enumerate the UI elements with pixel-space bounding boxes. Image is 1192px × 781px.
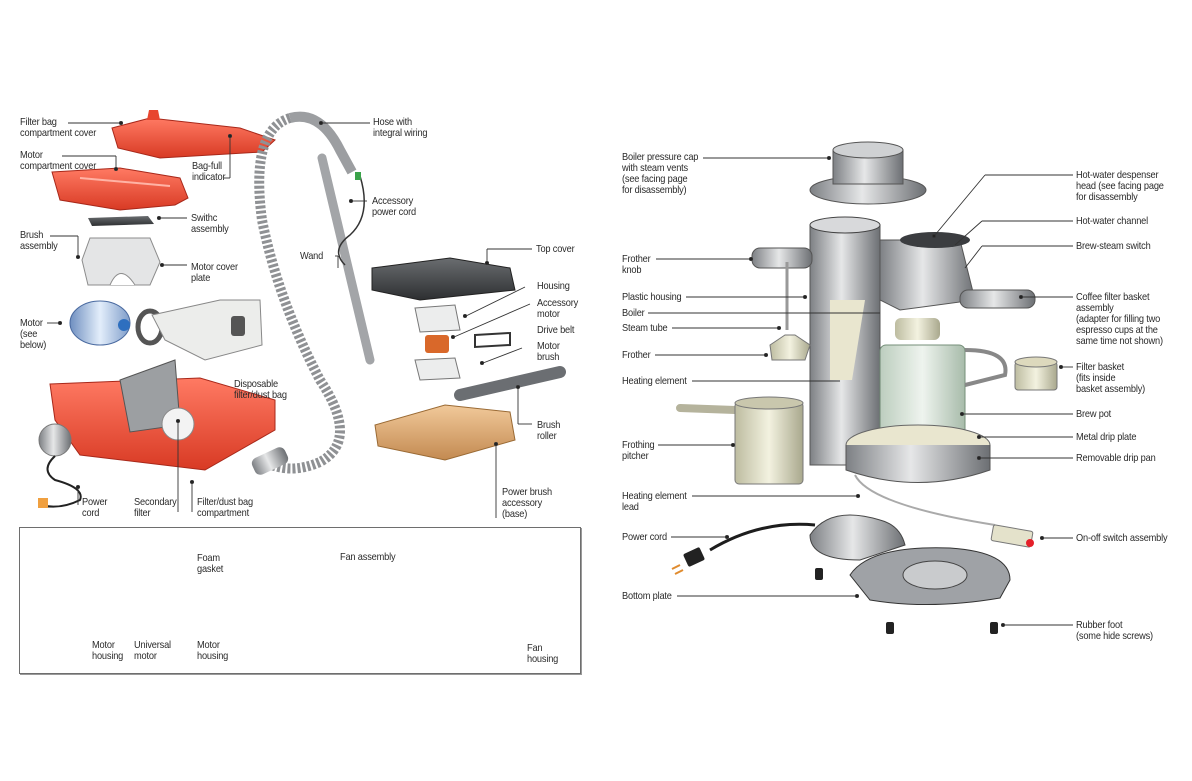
drip-pan-part — [845, 424, 991, 483]
label-boiler: Boiler — [622, 307, 645, 319]
power-cord-part — [671, 522, 816, 575]
filter-bag-cover — [111, 110, 276, 159]
espresso-leader-lines — [648, 155, 1073, 628]
label-filter-basket-assembly: Coffee filter basket assembly (adapter f… — [1076, 291, 1163, 347]
label-brew-pot: Brew pot — [1076, 408, 1112, 420]
label-accessory-motor: Accessory motor — [537, 297, 579, 320]
label-bottom-plate: Bottom plate — [622, 590, 672, 602]
label-bag-full-indicator: Bag-full indicator — [192, 160, 226, 183]
label-accessory-power-cord: Accessory power cord — [372, 195, 416, 218]
label-frother-knob: Frother knob — [622, 253, 651, 276]
switch-assembly-espresso-part — [854, 474, 1034, 548]
label-hose: Hose with integral wiring — [373, 116, 428, 139]
label-motor: Motor (see below) — [20, 317, 47, 351]
rubber-feet-part — [815, 568, 998, 634]
label-motor-cover-plate: Motor cover plate — [191, 261, 238, 284]
label-switch-assembly: Swithc assembly — [191, 212, 229, 235]
boiler-cap-part — [809, 141, 927, 205]
vacuum-leader-lines — [47, 120, 532, 518]
label-frothing-pitcher: Frothing pitcher — [622, 439, 655, 462]
dust-bag-part — [151, 299, 263, 361]
label-brush-roller: Brush roller — [537, 419, 561, 442]
wand-part — [317, 153, 375, 365]
label-drive-belt: Drive belt — [537, 324, 575, 336]
frother-part — [769, 262, 811, 361]
motor-compartment-cover — [51, 167, 189, 211]
label-plastic-housing: Plastic housing — [622, 291, 682, 303]
label-brush-assembly: Brush assembly — [20, 229, 58, 252]
top-cover-part — [371, 257, 516, 301]
label-fan-housing: Fan housing — [527, 642, 559, 665]
label-on-off-switch: On-off switch assembly — [1076, 532, 1168, 544]
label-dust-bag-compartment: Filter/dust bag compartment — [197, 496, 253, 519]
switch-assembly-part — [88, 216, 154, 226]
filter-basket-part — [1014, 356, 1058, 391]
label-universal-motor: Universal motor — [134, 639, 171, 662]
label-power-cord: Power cord — [622, 531, 667, 543]
label-heating-element-lead: Heating element lead — [622, 490, 687, 513]
label-motor-housing-mid: Motor housing — [197, 639, 229, 662]
label-boiler-cap: Boiler pressure cap with steam vents (se… — [622, 151, 699, 196]
label-top-cover: Top cover — [536, 243, 575, 255]
label-brew-steam-switch: Brew-steam switch — [1076, 240, 1151, 252]
label-motor-compartment-cover: Motor compartment cover — [20, 149, 97, 172]
label-foam-gasket: Foam gasket — [197, 552, 224, 575]
label-secondary-filter: Secondary filter — [134, 496, 177, 519]
label-steam-tube: Steam tube — [622, 322, 668, 334]
label-power-cord: Power cord — [82, 496, 108, 519]
label-wand: Wand — [300, 250, 324, 262]
label-frother: Frother — [622, 349, 651, 361]
label-motor-brush: Motor brush — [537, 340, 560, 363]
label-filter-bag-cover: Filter bag compartment cover — [20, 116, 97, 139]
label-dispenser-head: Hot-water despenser head (see facing pag… — [1076, 169, 1164, 203]
espresso-body — [751, 216, 1036, 466]
motor-part — [69, 300, 165, 346]
brew-pot-part — [879, 344, 1008, 441]
bottom-plate-part — [809, 514, 1011, 606]
label-rubber-foot: Rubber foot (some hide screws) — [1076, 619, 1153, 642]
power-brush-base-part — [374, 404, 516, 461]
label-removable-drip-pan: Removable drip pan — [1076, 452, 1156, 464]
label-motor-housing-left: Motor housing — [92, 639, 124, 662]
label-filter-basket: Filter basket (fits inside basket assemb… — [1076, 361, 1146, 395]
label-power-brush-base: Power brush accessory (base) — [502, 486, 552, 520]
label-hot-water-channel: Hot-water channel — [1076, 215, 1148, 227]
label-fan-assembly: Fan assembly — [340, 551, 396, 563]
label-housing: Housing — [537, 280, 570, 292]
label-disposable-bag: Disposable filter/dust bag — [234, 378, 287, 401]
accessory-motor-part — [414, 304, 511, 381]
brush-roller-part — [454, 366, 566, 401]
label-metal-drip-plate: Metal drip plate — [1076, 431, 1137, 443]
label-heating-element: Heating element — [622, 375, 687, 387]
motor-cover-plate-part — [81, 237, 161, 286]
frothing-pitcher-part — [676, 396, 804, 485]
motor-detail-inset — [19, 527, 581, 674]
